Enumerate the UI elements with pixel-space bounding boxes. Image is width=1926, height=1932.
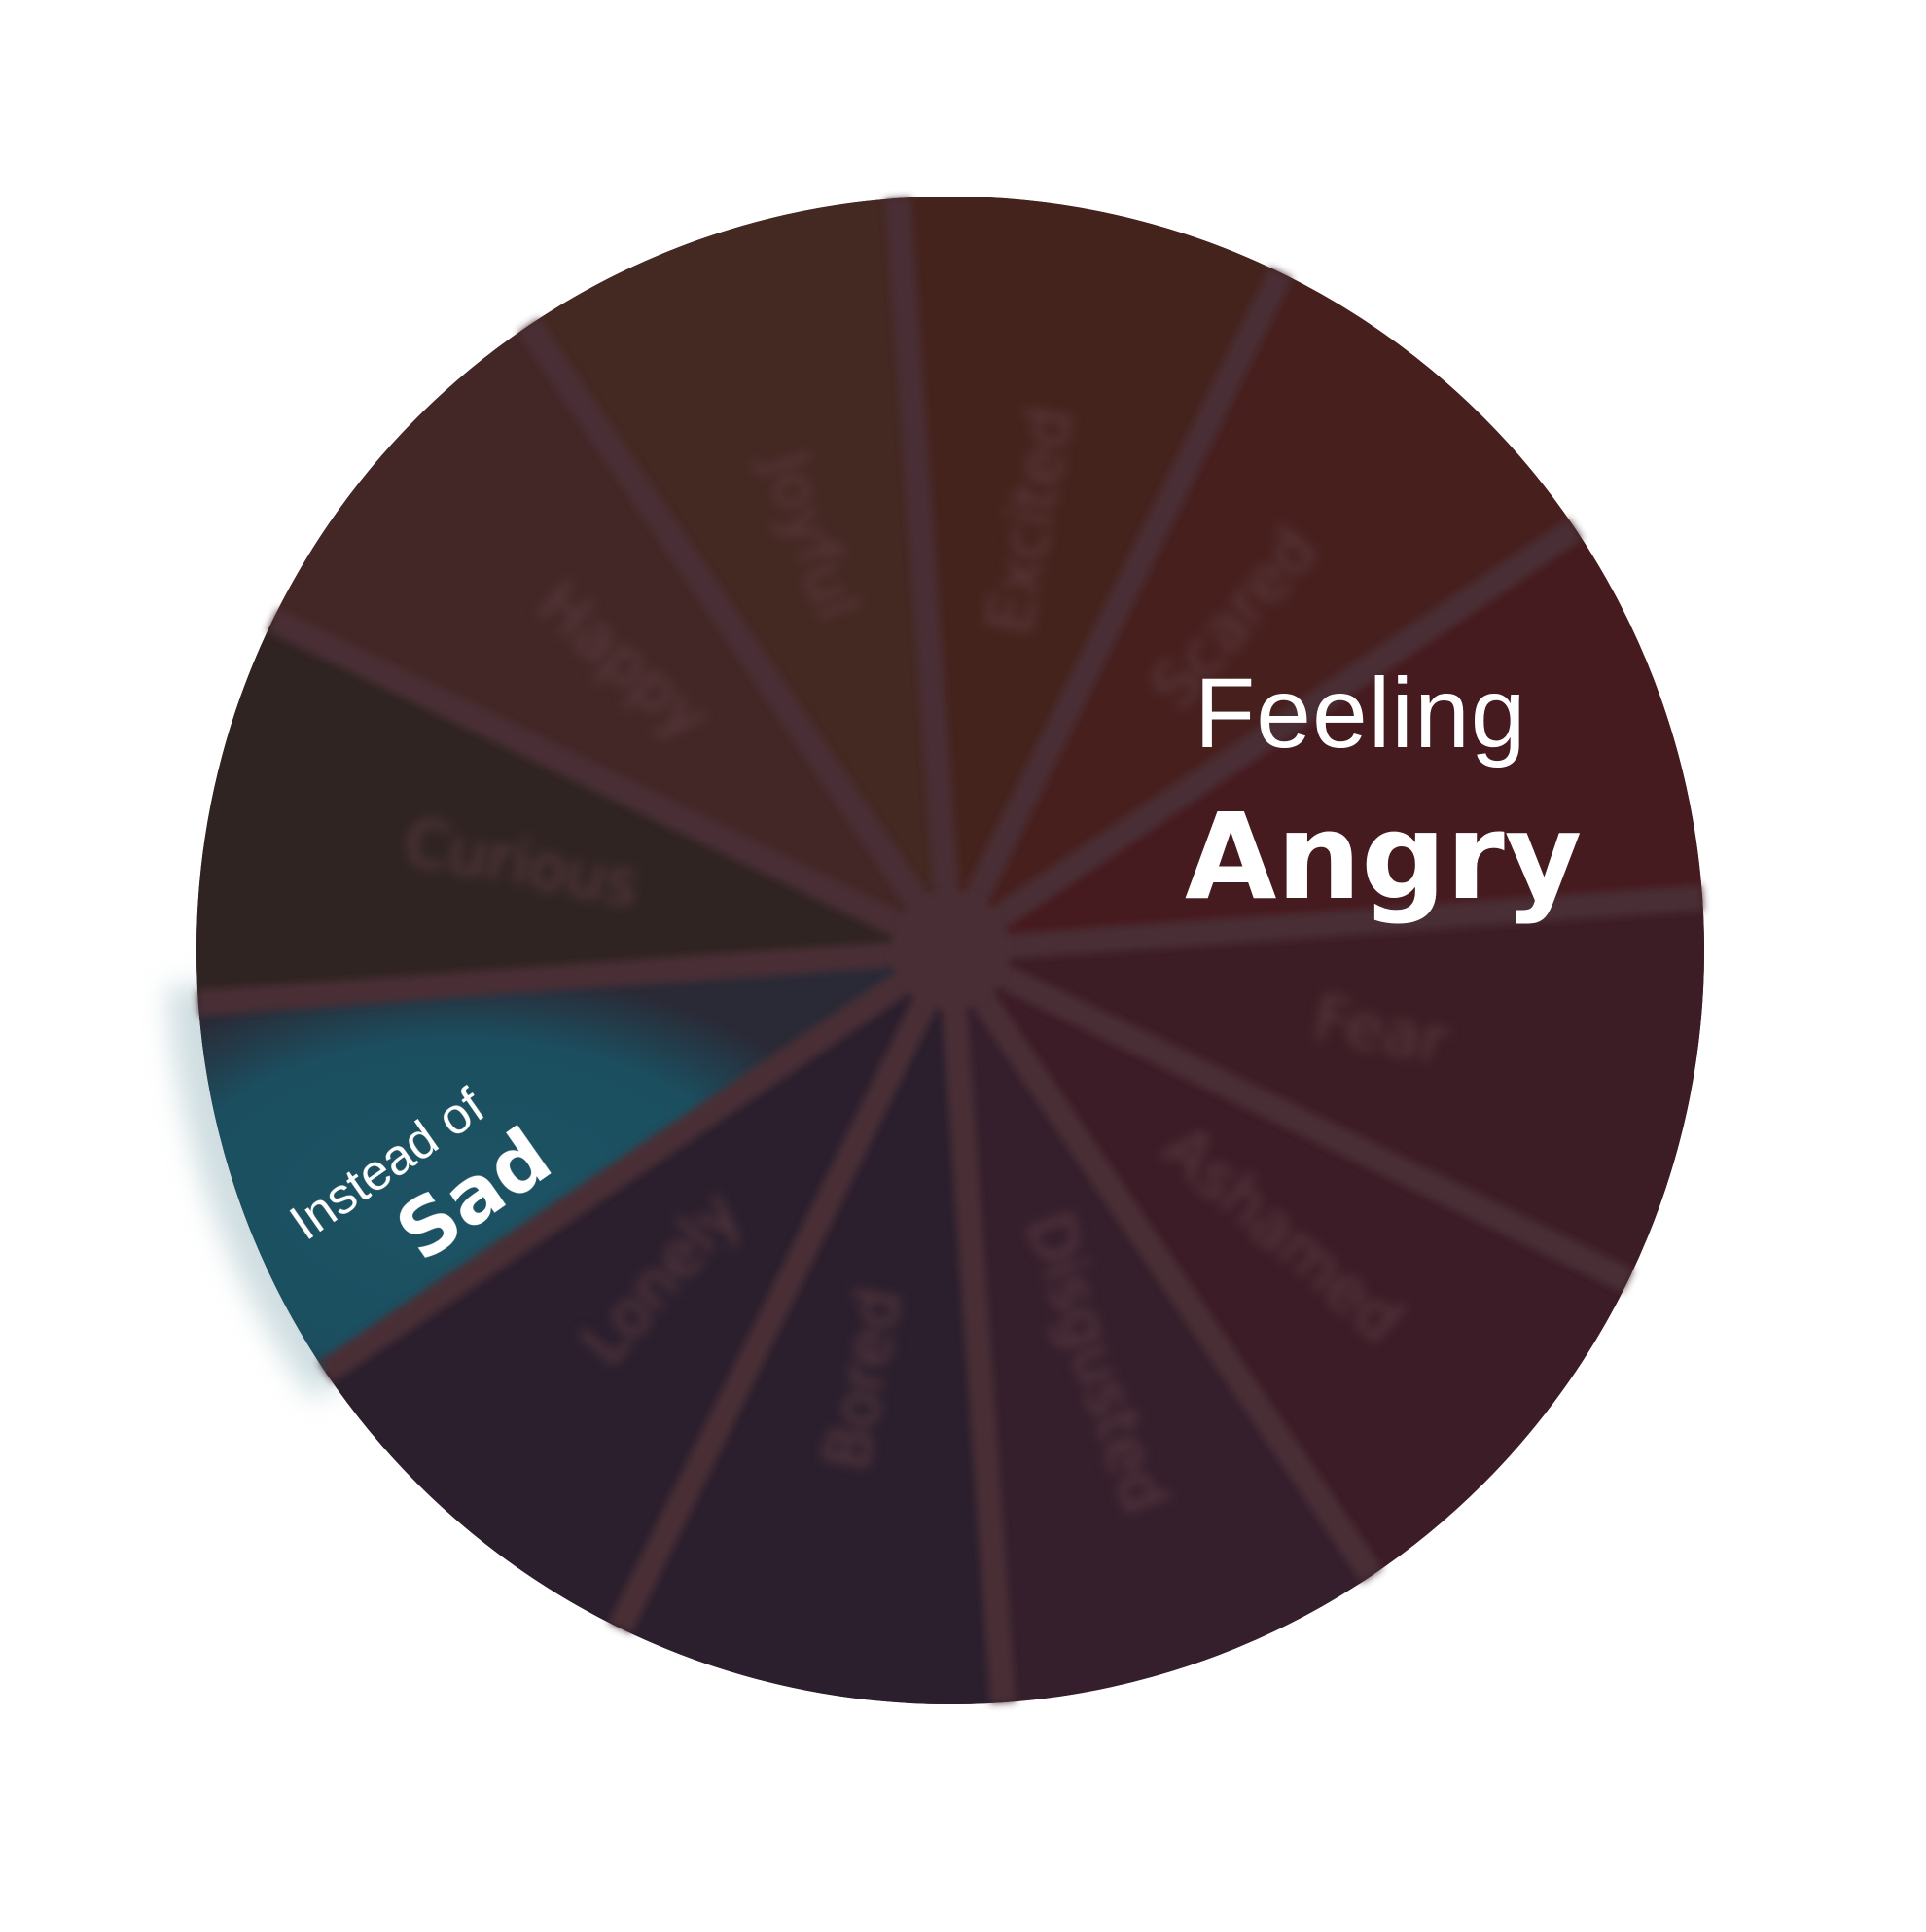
wheel-segment-lonely[interactable] xyxy=(325,950,951,1628)
segment-divider xyxy=(608,945,962,1634)
wheel-segment-scared[interactable] xyxy=(950,272,1576,951)
wheel-segment-bored[interactable] xyxy=(620,950,1004,1705)
segment-divider xyxy=(938,949,1016,1704)
wheel-segment-excited[interactable] xyxy=(897,196,1281,950)
segment-divider xyxy=(949,884,1704,963)
feeling-prefix: Feeling xyxy=(1195,658,1527,769)
wheel-segment-angry[interactable] xyxy=(950,528,1703,950)
segment-divider xyxy=(267,608,956,962)
wheel-segment-disgusted[interactable] xyxy=(950,950,1373,1703)
feeling-emotion: Angry xyxy=(1185,788,1583,926)
wheel-segment-fear[interactable] xyxy=(950,897,1705,1281)
wheel-segment-sad[interactable] xyxy=(197,950,950,1373)
segment-divider xyxy=(517,318,961,958)
segment-divider xyxy=(943,518,1583,961)
wheel-segment-happy[interactable] xyxy=(272,325,951,951)
segment-divider xyxy=(196,938,951,1017)
wheel-segment-joyful[interactable] xyxy=(528,197,950,950)
segment-divider xyxy=(939,267,1293,956)
segment-divider xyxy=(945,939,1634,1293)
segment-divider xyxy=(940,943,1383,1583)
wheel-segment-curious[interactable] xyxy=(196,620,950,1004)
segment-divider xyxy=(318,940,958,1383)
wheel-hub xyxy=(892,892,1009,1009)
segment-divider xyxy=(884,197,963,951)
wheel-segment-ashamed[interactable] xyxy=(950,950,1628,1576)
